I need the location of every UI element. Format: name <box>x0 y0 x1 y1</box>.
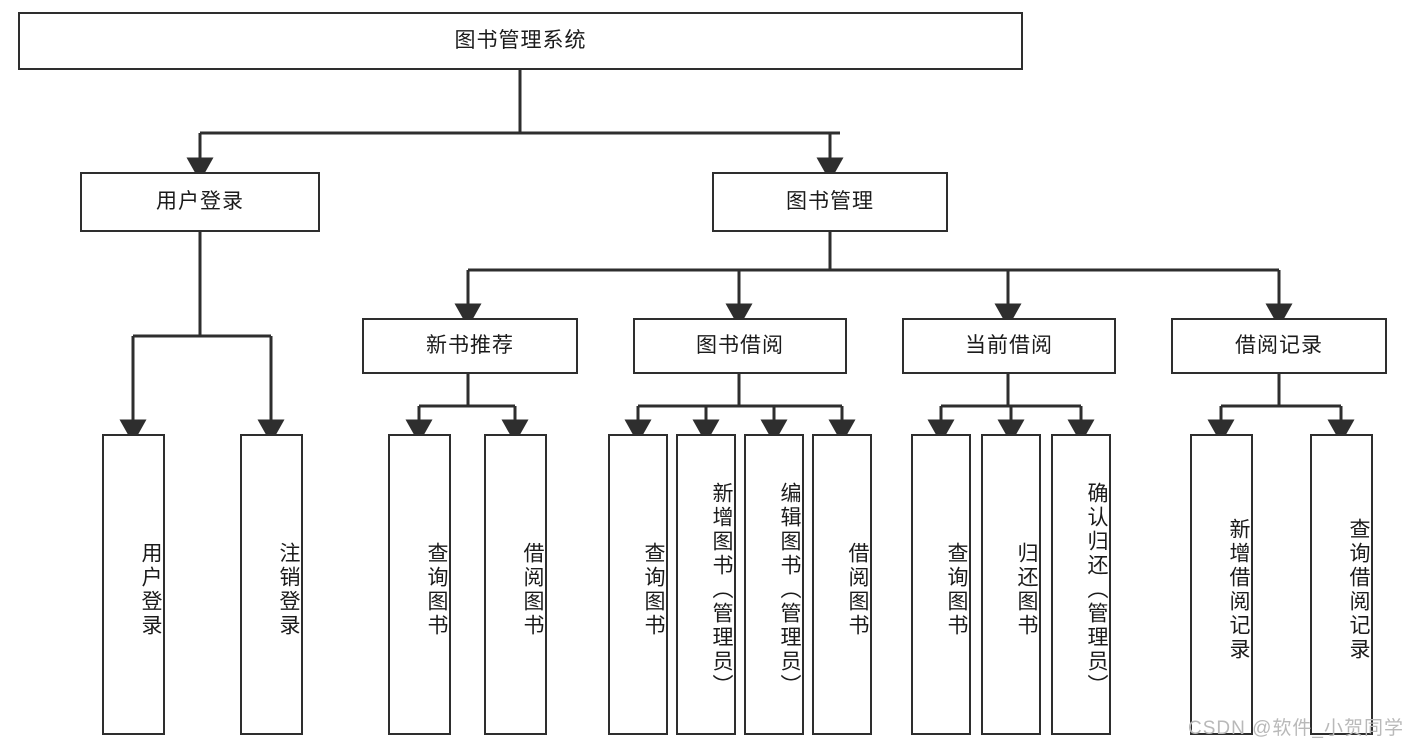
node-borrow-records-label: 借阅记录 <box>1235 334 1323 358</box>
leaf-add-borrow-record[interactable]: 新增借阅记录 <box>1190 434 1253 735</box>
leaf-user-logout[interactable]: 注销登录 <box>240 434 303 735</box>
leaf-user-logout-label: 注销登录 <box>277 541 300 638</box>
node-borrow-records[interactable]: 借阅记录 <box>1171 318 1387 374</box>
node-book-borrow[interactable]: 图书借阅 <box>633 318 847 374</box>
node-book-management[interactable]: 图书管理 <box>712 172 948 232</box>
leaf-return-book[interactable]: 归还图书 <box>981 434 1041 735</box>
leaf-query-books-recommend[interactable]: 查询图书 <box>388 434 451 735</box>
leaf-borrow-book[interactable]: 借阅图书 <box>812 434 872 735</box>
leaf-query-books-borrow[interactable]: 查询图书 <box>608 434 668 735</box>
leaf-query-books-current-label: 查询图书 <box>945 541 968 638</box>
leaf-edit-book-admin[interactable]: 编辑图书（管理员） <box>744 434 804 735</box>
leaf-edit-book-admin-label: 编辑图书（管理员） <box>778 481 801 698</box>
node-root[interactable]: 图书管理系统 <box>18 12 1023 70</box>
leaf-add-borrow-record-label: 新增借阅记录 <box>1227 517 1250 662</box>
leaf-confirm-return-admin[interactable]: 确认归还（管理员） <box>1051 434 1111 735</box>
leaf-return-book-label: 归还图书 <box>1015 541 1038 638</box>
leaf-user-login-label: 用户登录 <box>139 541 162 638</box>
leaf-borrow-books-recommend[interactable]: 借阅图书 <box>484 434 547 735</box>
node-book-management-label: 图书管理 <box>786 190 874 214</box>
node-root-label: 图书管理系统 <box>454 29 587 53</box>
watermark: CSDN @软件_小贺同学 <box>1188 718 1404 739</box>
node-current-borrow[interactable]: 当前借阅 <box>902 318 1116 374</box>
leaf-add-book-admin[interactable]: 新增图书（管理员） <box>676 434 736 735</box>
leaf-query-borrow-record-label: 查询借阅记录 <box>1347 517 1370 662</box>
leaf-add-book-admin-label: 新增图书（管理员） <box>710 481 733 698</box>
leaf-query-books-recommend-label: 查询图书 <box>425 541 448 638</box>
leaf-borrow-books-recommend-label: 借阅图书 <box>521 541 544 638</box>
node-current-borrow-label: 当前借阅 <box>965 334 1053 358</box>
leaf-query-borrow-record[interactable]: 查询借阅记录 <box>1310 434 1373 735</box>
node-new-book-recommend[interactable]: 新书推荐 <box>362 318 578 374</box>
node-new-book-recommend-label: 新书推荐 <box>426 334 514 358</box>
node-user-login-label: 用户登录 <box>156 190 244 214</box>
leaf-borrow-book-label: 借阅图书 <box>846 541 869 638</box>
leaf-confirm-return-admin-label: 确认归还（管理员） <box>1085 481 1108 698</box>
leaf-query-books-borrow-label: 查询图书 <box>642 541 665 638</box>
leaf-user-login[interactable]: 用户登录 <box>102 434 165 735</box>
node-book-borrow-label: 图书借阅 <box>696 334 784 358</box>
leaf-query-books-current[interactable]: 查询图书 <box>911 434 971 735</box>
node-user-login[interactable]: 用户登录 <box>80 172 320 232</box>
